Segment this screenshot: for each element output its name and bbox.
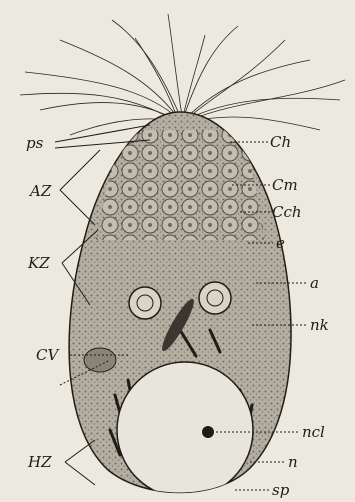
label-e: e	[276, 234, 285, 252]
label-Cm: Cm	[272, 176, 298, 194]
label-Ch: Ch	[270, 133, 291, 151]
label-nk: nk	[310, 316, 329, 334]
large-nucleus	[117, 362, 253, 498]
contractile-vacuole	[84, 348, 116, 372]
chlorophyll-zone	[95, 130, 265, 240]
label-Cch: Cch	[272, 203, 302, 221]
vesicle-left	[129, 287, 161, 319]
label-a: a	[310, 274, 319, 292]
vesicle-right	[199, 282, 231, 314]
label-sp: sp	[272, 481, 290, 499]
label-n: n	[288, 453, 298, 471]
label-KZ: KZ	[27, 254, 50, 272]
label-AZ: AZ	[28, 182, 52, 200]
label-CV: CV	[36, 346, 60, 364]
label-HZ: HZ	[27, 453, 52, 471]
label-ps: ps	[26, 134, 44, 152]
label-ncl: ncl	[302, 423, 325, 441]
